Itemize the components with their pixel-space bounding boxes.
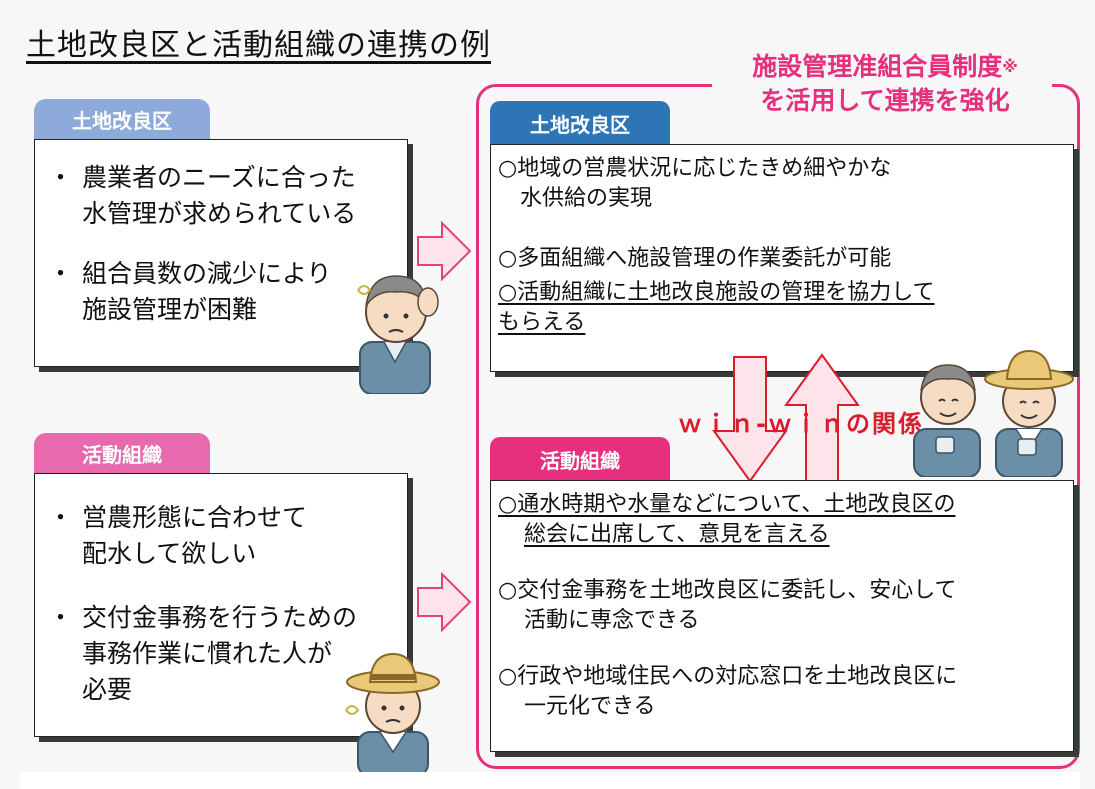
right-top-item-3-line-2: もらえる xyxy=(498,310,586,335)
down-arrow-icon xyxy=(712,356,788,483)
right-top-item-3: ○活動組織に土地改良施設の管理を協力して もらえる xyxy=(498,278,1058,338)
right-top-item-1-line-2: 水供給の実現 xyxy=(520,186,653,211)
frame-gap xyxy=(712,78,1052,92)
right-arrow-icon xyxy=(417,572,472,632)
right-bottom-text: ○通水時期や水量などについて、土地改良区の 総会に出席して、意見を言える ○交付… xyxy=(498,490,1064,722)
worried-farmer-icon xyxy=(357,275,439,394)
left-top-tab-label: 土地改良区 xyxy=(72,108,172,133)
right-top-tab: 土地改良区 xyxy=(490,101,670,145)
bullet: ・ xyxy=(48,603,74,632)
footnote-mark: ※ xyxy=(1002,57,1018,76)
left-bottom-item-2-line-3: 必要 xyxy=(82,675,133,704)
diagram-title: 土地改良区と活動組織の連携の例 xyxy=(26,28,491,63)
right-arrow-icon xyxy=(417,221,472,281)
system-note-line-1: 施設管理准組合員制度 xyxy=(752,52,1003,81)
left-bottom-item-2: ・ 交付金事務を行うための 事務作業に慣れた人が 必要 xyxy=(48,600,408,708)
system-note-line-2: を活用して連携を強化 xyxy=(760,86,1010,115)
up-arrow-icon xyxy=(784,353,860,486)
left-top-item-2: ・ 組合員数の減少により 施設管理が困難 xyxy=(48,256,408,328)
right-bottom-tab-label: 活動組織 xyxy=(540,448,620,473)
right-bottom-item-2-line-2: 活動に専念できる xyxy=(524,608,700,633)
left-top-item-2-line-2: 施設管理が困難 xyxy=(82,295,258,324)
right-top-item-2-line-1: ○多面組織へ施設管理の作業委託が可能 xyxy=(498,246,892,271)
right-bottom-box xyxy=(490,480,1074,752)
right-bottom-item-1-line-1: ○通水時期や水量などについて、土地改良区の xyxy=(498,492,956,517)
worried-farmer-straw-hat-icon xyxy=(345,652,440,776)
right-bottom-item-3-line-2: 一元化できる xyxy=(524,694,656,719)
right-bottom-item-1: ○通水時期や水量などについて、土地改良区の 総会に出席して、意見を言える xyxy=(498,490,1064,550)
right-bottom-item-2-line-1: ○交付金事務を土地改良区に委託し、安心して xyxy=(498,578,957,603)
left-top-item-1-line-2: 水管理が求められている xyxy=(82,199,357,228)
left-top-tab: 土地改良区 xyxy=(34,99,210,139)
right-bottom-item-3-line-1: ○行政や地域住民への対応窓口を土地改良区に xyxy=(498,664,958,689)
bullet: ・ xyxy=(48,163,74,192)
left-top-item-2-line-1: 組合員数の減少により xyxy=(82,259,332,288)
bullet: ・ xyxy=(48,503,74,532)
right-bottom-tab: 活動組織 xyxy=(490,437,670,481)
win-win-label: ｗｉｎ-ｗｉｎの関係 xyxy=(678,410,924,438)
right-bottom-item-1-line-2: 総会に出席して、意見を言える xyxy=(524,522,830,547)
right-bottom-item-2: ○交付金事務を土地改良区に委託し、安心して 活動に専念できる xyxy=(498,576,1064,636)
left-bottom-tab: 活動組織 xyxy=(34,433,210,473)
left-bottom-box xyxy=(34,473,408,737)
left-bottom-item-1-line-2: 配水して欲しい xyxy=(82,539,257,568)
left-top-box xyxy=(34,139,408,367)
bullet: ・ xyxy=(48,259,74,288)
right-top-item-3-line-1: ○活動組織に土地改良施設の管理を協力して xyxy=(498,280,935,305)
happy-farmers-icon xyxy=(913,349,1074,477)
right-top-item-2: ○多面組織へ施設管理の作業委託が可能 xyxy=(498,244,1058,274)
right-bottom-item-3: ○行政や地域住民への対応窓口を土地改良区に 一元化できる xyxy=(498,662,1064,722)
right-top-tab-label: 土地改良区 xyxy=(530,112,630,137)
left-bottom-item-2-line-2: 事務作業に慣れた人が xyxy=(82,639,333,668)
right-top-item-1-line-1: ○地域の営農状況に応じたきめ細やかな xyxy=(498,156,892,181)
left-bottom-item-2-line-1: 交付金事務を行うための xyxy=(82,603,358,632)
left-top-item-1: ・ 農業者のニーズに合った 水管理が求められている xyxy=(48,160,408,232)
system-note: 施設管理准組合員制度※ を活用して連携を強化 xyxy=(720,50,1050,118)
right-top-item-1: ○地域の営農状況に応じたきめ細やかな 水供給の実現 xyxy=(498,154,1058,214)
left-bottom-item-1-line-1: 営農形態に合わせて xyxy=(82,503,308,532)
left-bottom-tab-label: 活動組織 xyxy=(82,442,162,467)
bottom-strip xyxy=(20,772,1080,789)
left-bottom-text: ・ 営農形態に合わせて 配水して欲しい ・ 交付金事務を行うための 事務作業に慣… xyxy=(48,500,408,708)
left-top-item-1-line-1: 農業者のニーズに合った xyxy=(82,163,356,192)
left-top-text: ・ 農業者のニーズに合った 水管理が求められている ・ 組合員数の減少により 施… xyxy=(48,160,408,328)
left-bottom-item-1: ・ 営農形態に合わせて 配水して欲しい xyxy=(48,500,408,572)
right-top-text: ○地域の営農状況に応じたきめ細やかな 水供給の実現 ○多面組織へ施設管理の作業委… xyxy=(498,154,1058,338)
right-top-box xyxy=(490,144,1074,372)
